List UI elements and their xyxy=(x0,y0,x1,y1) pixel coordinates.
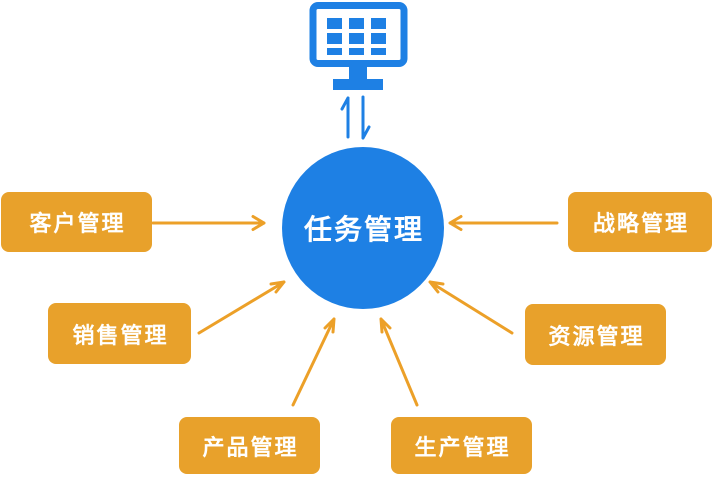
arrow-production-to-center xyxy=(379,317,419,407)
node-production-management: 生产管理 xyxy=(391,417,532,474)
monitor-grid-icon xyxy=(309,2,408,90)
node-label: 生产管理 xyxy=(414,434,511,460)
monitor-screen-grid xyxy=(327,18,386,55)
node-strategy-management: 战略管理 xyxy=(568,192,712,252)
arrow-product-to-center xyxy=(291,317,336,407)
node-label: 销售管理 xyxy=(72,322,169,348)
node-label: 资源管理 xyxy=(548,323,645,349)
monitor-stand-neck xyxy=(349,66,367,79)
node-product-management: 产品管理 xyxy=(179,417,320,474)
arrow-resource-to-center xyxy=(428,280,514,335)
node-resource-management: 资源管理 xyxy=(525,304,666,365)
node-customer-management: 客户管理 xyxy=(1,192,152,252)
arrow-customer-to-center xyxy=(151,215,266,231)
arrow-strategy-to-center xyxy=(448,215,559,231)
node-label: 战略管理 xyxy=(592,211,689,236)
node-sales-management: 销售管理 xyxy=(48,303,191,364)
node-label: 产品管理 xyxy=(202,434,299,460)
monitor-stand-base xyxy=(333,79,383,90)
center-node-label: 任务管理 xyxy=(303,214,424,245)
arrow-sales-to-center xyxy=(197,280,286,335)
node-label: 客户管理 xyxy=(29,211,126,236)
sync-arrows-icon xyxy=(340,95,371,140)
center-node-task-management: 任务管理 xyxy=(282,147,444,309)
